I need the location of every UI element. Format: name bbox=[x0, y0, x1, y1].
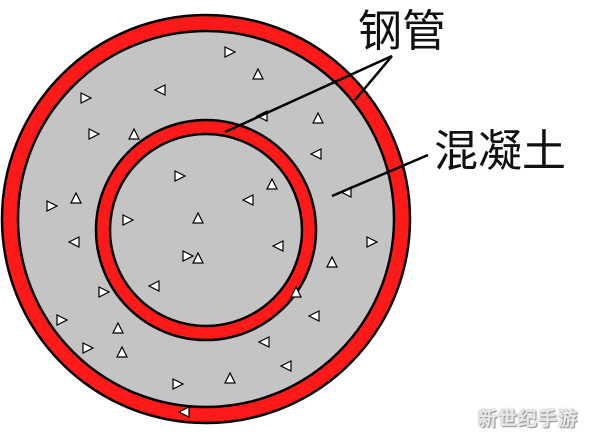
leader-line-concrete bbox=[331, 153, 429, 198]
leader-line-inner-steel bbox=[224, 54, 393, 134]
aggregate-particles bbox=[46, 46, 379, 418]
aggregate-particle bbox=[82, 342, 95, 354]
aggregate-particle bbox=[192, 251, 204, 264]
aggregate-particle bbox=[192, 211, 204, 224]
aggregate-particle bbox=[153, 84, 166, 96]
aggregate-particle bbox=[279, 360, 292, 372]
inner-concrete-core bbox=[108, 132, 304, 328]
steel-tube-label: 钢管 bbox=[358, 6, 446, 57]
aggregate-particle bbox=[182, 250, 195, 262]
aggregate-particle bbox=[56, 314, 69, 326]
aggregate-particle bbox=[147, 280, 160, 292]
aggregate-particle bbox=[266, 177, 278, 190]
aggregate-particle bbox=[224, 371, 236, 384]
aggregate-particle bbox=[312, 111, 324, 124]
aggregate-particle bbox=[88, 128, 101, 140]
aggregate-particle bbox=[172, 378, 185, 390]
aggregate-particle bbox=[271, 240, 284, 252]
aggregate-particle bbox=[290, 285, 302, 298]
leader-line-outer-steel bbox=[354, 55, 393, 101]
aggregate-particle bbox=[307, 310, 320, 322]
aggregate-particle bbox=[241, 194, 254, 206]
aggregate-particle bbox=[224, 46, 237, 58]
aggregate-particle bbox=[98, 286, 111, 298]
aggregate-particle bbox=[366, 236, 379, 248]
aggregate-particle bbox=[122, 214, 135, 226]
leader-lines bbox=[224, 54, 429, 198]
aggregate-particle bbox=[70, 191, 82, 204]
aggregate-particle bbox=[177, 406, 190, 418]
aggregate-particle bbox=[309, 148, 322, 160]
aggregate-particle bbox=[112, 321, 124, 334]
watermark-logo: 新世纪手游 bbox=[478, 408, 579, 430]
aggregate-particle bbox=[257, 336, 270, 348]
aggregate-particle bbox=[80, 92, 93, 104]
aggregate-particle bbox=[174, 170, 187, 182]
concrete-label: 混凝土 bbox=[434, 126, 566, 177]
aggregate-particle bbox=[128, 127, 140, 140]
aggregate-particle bbox=[46, 200, 59, 212]
aggregate-particle bbox=[116, 345, 128, 358]
aggregate-particle bbox=[326, 255, 338, 268]
aggregate-particle bbox=[67, 236, 80, 248]
aggregate-particle bbox=[252, 67, 264, 80]
